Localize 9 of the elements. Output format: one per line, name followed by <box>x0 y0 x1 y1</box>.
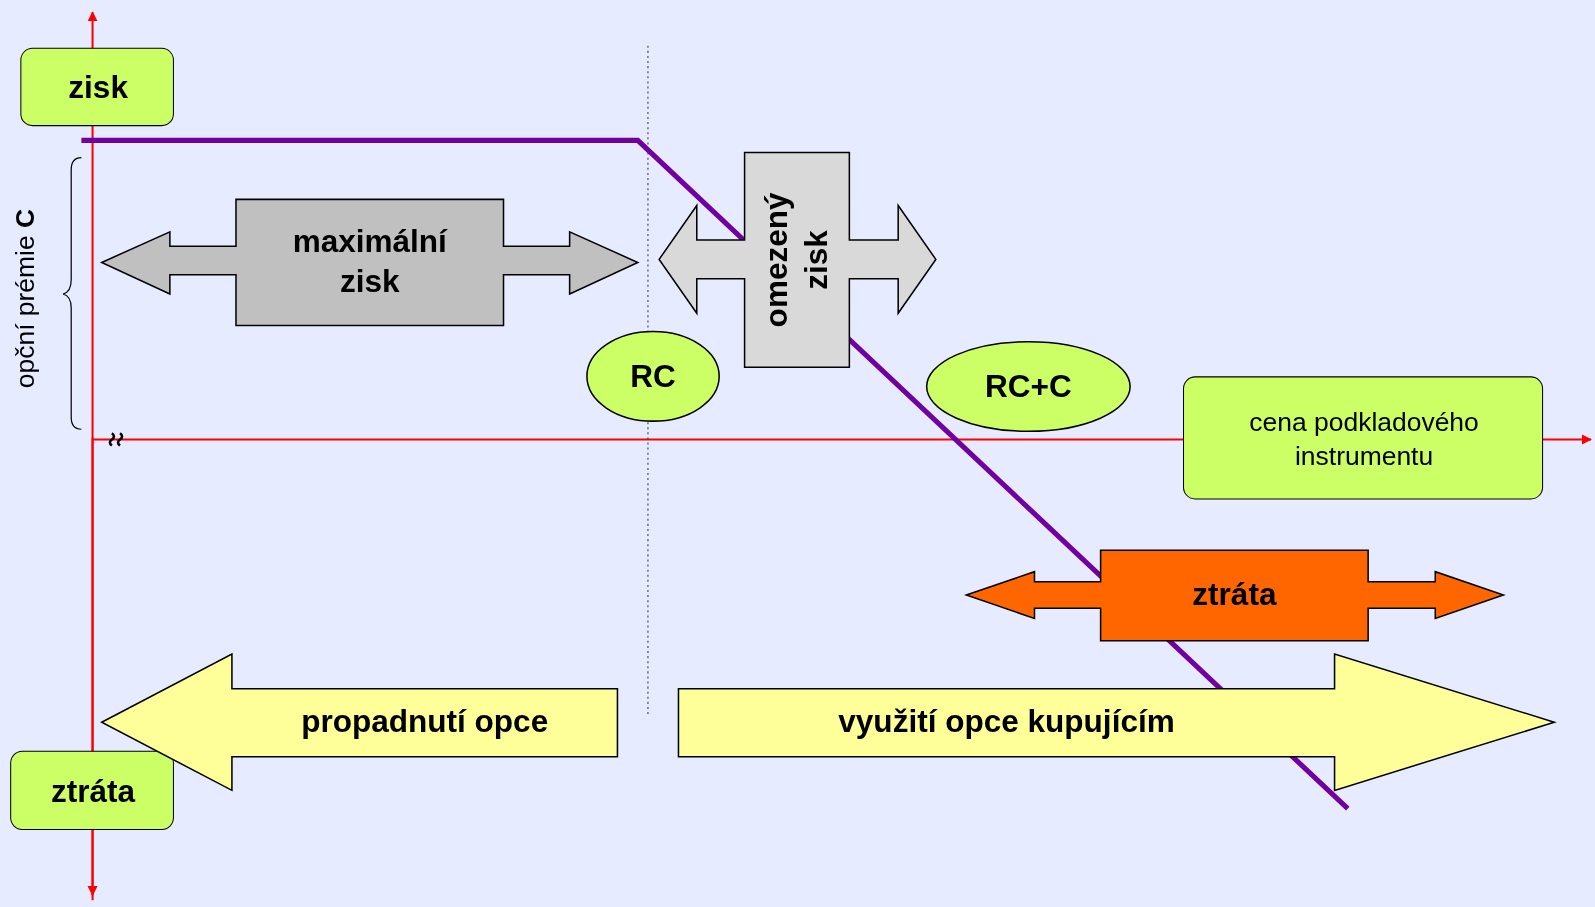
right-arrow-banner: využití opce kupujícím <box>678 654 1555 791</box>
double-arrow-banner: maximální zisk <box>101 199 638 326</box>
axis-label: opční prémie C <box>9 207 42 391</box>
ellipse-label: RC+C <box>925 340 1132 433</box>
label-box: cena podkladového instrumentu <box>1183 376 1544 500</box>
ellipse-label: RC <box>585 330 721 423</box>
label-box: zisk <box>20 47 174 127</box>
double-arrow-banner: ztráta <box>966 550 1504 641</box>
label-box: ztráta <box>10 750 174 831</box>
